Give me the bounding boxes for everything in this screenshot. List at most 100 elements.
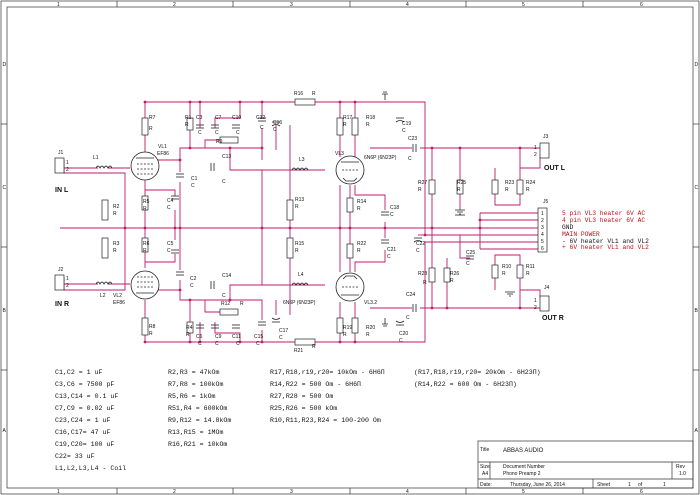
part-ref: C9 [215,334,222,340]
part-ref: R20 [366,325,375,331]
part-ref: C7 [215,115,222,121]
j2-ref: J2 [58,267,64,273]
part-ref: R18 [366,115,375,121]
part-ref: C23 [408,136,417,142]
part-ref: C22 [416,241,425,247]
tube-type: 6N6P (6N23P) [364,155,397,161]
part-ref: L1 [93,155,99,161]
part-ref: C21 [387,247,396,253]
col-label: 2 [173,2,176,8]
bom-line: R13,R15 = 1MOm [168,429,223,436]
part-value: R [295,204,299,210]
part-value: C [215,130,219,136]
bom-column-2: R2,R3 = 47kOm R7,R8 = 100kOm R5,R6 = 1kO… [168,369,231,448]
part-value: C [466,261,470,267]
ground-icons [382,91,515,327]
part-value: R [366,122,370,128]
part-ref: C13 [222,154,231,160]
j5-note: GND [562,224,574,231]
resistor-symbols [101,98,524,346]
j5-ref: J5 [543,199,549,205]
j5-note: 5 pin VL3 heater 6V AC [562,210,645,217]
part-ref: R2 [113,204,120,210]
part-ref: L4 [298,272,304,278]
part-value: C [222,179,226,185]
bom-line: R51,R4 = 600kOm [168,405,227,412]
row-label: D [695,62,699,68]
part-value: R [295,248,299,254]
part-ref: C16 [273,120,282,126]
part-value: R [185,122,189,128]
sheet-value: 1 [628,482,631,488]
part-value: R [149,126,153,132]
row-label: C [695,185,699,191]
bom-column-4: (R17,R18,r19,r20= 20kOm - 6H23П) (R14,R2… [414,369,541,388]
j5-notes: 5 pin VL3 heater 6V AC 4 pin VL3 heater … [562,210,649,251]
part-ref: R21 [294,348,303,354]
part-ref: C4 [167,198,174,204]
title-label: Title [480,447,489,453]
bom-line: R14,R22 = 500 Om - 6H6П [270,381,361,388]
date-value: Thursday, June 26, 2014 [510,482,565,488]
col-label: 5 [522,2,525,8]
part-ref: C19 [402,121,411,127]
sheet-label: Sheet [597,482,611,488]
bom-line: R9,R12 = 14.8kOm [168,417,231,424]
tube-ref: VL3 [335,151,344,157]
part-ref: R15 [295,241,304,247]
docnum-label: Document Number [503,464,545,470]
size-label: Size [480,464,490,470]
bom-line: (R17,R18,r19,r20= 20kOm - 6H23П) [414,369,541,376]
part-ref: R27 [418,180,427,186]
part-value: C [167,205,171,211]
part-value: R [186,332,190,338]
part-value: R [312,91,316,97]
bom-line: R25,R26 = 500 kOm [270,405,337,412]
part-value: R [343,332,347,338]
of-label: of [638,482,643,488]
part-ref: R22 [357,241,366,247]
in-r-label: IN R [55,301,69,308]
part-ref: R23 [505,180,514,186]
part-ref: R5 [143,199,150,205]
part-ref: C18 [390,205,399,211]
part-value: C [279,335,283,341]
bom-column-3: R17,R18,r19,r20= 10kOm - 6H6П R14,R22 = … [270,369,385,424]
col-label: 1 [57,2,60,8]
part-value: R [505,187,509,193]
row-label: B [3,308,7,314]
row-label: B [695,308,699,314]
row-label: C [3,185,7,191]
wiring [60,101,541,343]
part-ref: R13 [295,197,304,203]
bom-line: C19,C20= 100 uF [55,441,114,448]
j4-pin: 1 [534,298,537,304]
part-value: C [215,341,219,347]
part-ref: R11 [526,264,535,270]
j5-pin: 2 [541,218,544,224]
part-value: C [273,127,277,133]
tube-ref: VL1 [158,144,167,150]
part-value: C [387,254,391,260]
part-value: R [312,344,316,350]
part-value: C [406,315,410,321]
part-ref: R8 [149,324,156,330]
j5-pin: 4 [541,232,544,238]
of-value: 1 [663,482,666,488]
junction-dots [123,100,522,344]
bom-line: C23,C24 = 1 uF [55,417,110,424]
connector-symbols [54,142,550,312]
out-r-label: OUT R [542,315,564,322]
part-value: C [390,212,394,218]
part-value: R [450,278,454,284]
part-value: C [256,341,260,347]
part-value: R [143,248,147,254]
j1-pin: 1 [66,160,69,166]
part-value: C [260,125,264,131]
bom-line: C7,C9 = 0.02 uF [55,405,114,412]
col-label: 6 [640,489,643,495]
bom-line: C3,C6 = 7500 pF [55,381,114,388]
title-value: ABBAS AUDIO [503,448,544,454]
j5-pin: 6 [541,246,544,252]
